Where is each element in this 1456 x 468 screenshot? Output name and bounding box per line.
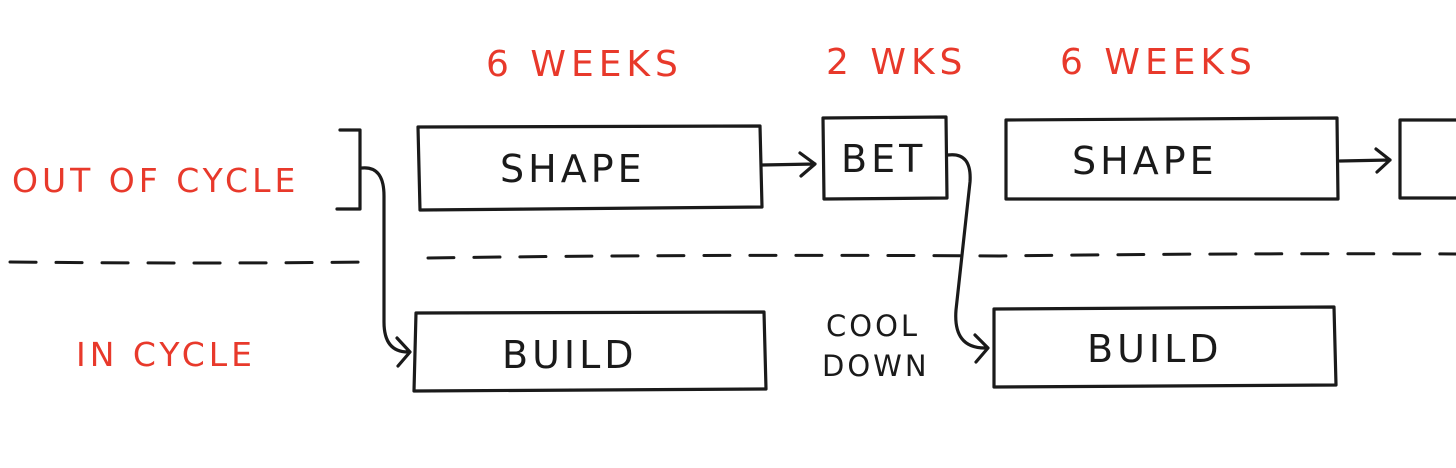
cycle-divider-line [8,252,1456,265]
shape-2-box [1004,116,1340,201]
header-shape-1-duration: 6 WEEKS [486,44,683,85]
header-bet-duration: 2 WKS [826,42,967,83]
cool-down-line-1: COOL [826,309,920,343]
bracket-to-build-1-connector [360,166,412,368]
bet-box [821,115,949,201]
row-label-in-cycle: IN CYCLE [76,335,256,374]
row-label-out-of-cycle: OUT OF CYCLE [12,161,299,200]
build-2-label: BUILD [1087,327,1223,371]
shape-1-box [416,124,764,212]
build-1-label: BUILD [502,333,638,377]
shape-to-bet-arrow [760,151,817,178]
start-bracket [335,128,362,211]
shape-2-label: SHAPE [1072,139,1218,183]
next-cycle-bracket [1398,118,1456,200]
bet-to-build-2-connector [946,153,990,364]
cool-down-line-2: DOWN [822,349,930,383]
build-2-box [992,305,1338,389]
bet-label: BET [841,137,926,181]
build-1-box [412,310,768,393]
shape-1-label: SHAPE [500,147,646,191]
shape-2-to-next-arrow [1338,147,1392,174]
header-shape-2-duration: 6 WEEKS [1060,42,1257,83]
